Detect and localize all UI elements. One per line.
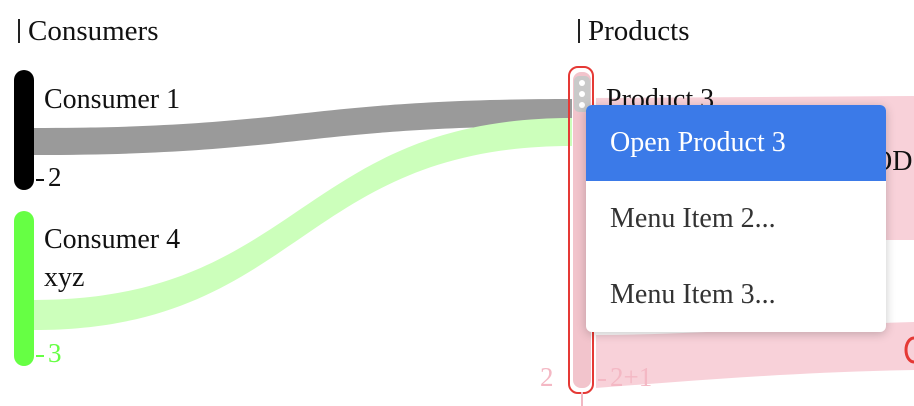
- column-header-products: Products: [578, 14, 690, 48]
- flow-consumer-4[interactable]: [34, 118, 572, 330]
- flow-consumer-1[interactable]: [34, 99, 572, 155]
- context-menu: Open Product 3 Menu Item 2... Menu Item …: [586, 105, 886, 332]
- consumer-1-count: 2: [36, 162, 62, 192]
- node-tick: [581, 392, 583, 406]
- consumer-4-label: Consumer 4: [44, 224, 181, 255]
- header-bar-icon: [18, 19, 20, 43]
- consumer-4-sublabel: xyz: [44, 262, 85, 293]
- products-header-label: Products: [588, 15, 690, 47]
- menu-item-3[interactable]: Menu Item 3...: [610, 279, 776, 310]
- consumer-1-label: Consumer 1: [44, 84, 181, 115]
- consumer-4-count: 3: [36, 338, 62, 368]
- header-bar-icon: [578, 19, 580, 43]
- kebab-menu-icon[interactable]: [574, 76, 590, 112]
- product-3-count-out: 2+1: [598, 362, 652, 392]
- consumers-header-label: Consumers: [28, 15, 159, 47]
- menu-item-2[interactable]: Menu Item 2...: [610, 203, 776, 234]
- menu-item-open-product-3[interactable]: Open Product 3: [586, 105, 886, 181]
- column-header-consumers: Consumers: [18, 14, 159, 48]
- node-consumer-1[interactable]: [14, 70, 34, 190]
- product-3-count-in: 2: [540, 362, 554, 392]
- right-node-edge: [904, 336, 914, 364]
- outgoing-flow-lower[interactable]: [596, 322, 914, 388]
- node-consumer-4[interactable]: [14, 211, 34, 366]
